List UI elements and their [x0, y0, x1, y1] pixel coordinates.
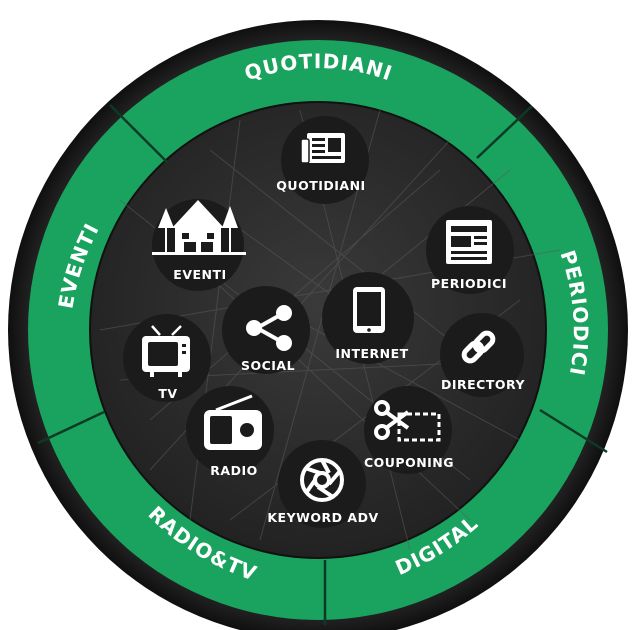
node-label-quotidiani: QUOTIDIANI [276, 178, 365, 193]
node-label-periodici: PERIODICI [431, 276, 507, 291]
node-social: SOCIAL [222, 286, 310, 374]
node-label-radio: RADIO [210, 463, 257, 478]
node-tv: TV [123, 314, 211, 402]
tv-icon [142, 325, 190, 377]
house-icon [152, 200, 246, 255]
node-label-directory: DIRECTORY [441, 377, 525, 392]
radio-icon [204, 394, 262, 450]
node-label-couponing: COUPONING [364, 455, 454, 470]
node-label-internet: INTERNET [335, 346, 408, 361]
node-label-keyword-adv: KEYWORD ADV [267, 510, 378, 525]
share-icon [246, 305, 292, 351]
node-label-social: SOCIAL [241, 358, 295, 373]
node-label-tv: TV [158, 386, 177, 401]
node-label-eventi: EVENTI [173, 267, 226, 282]
node-eventi: EVENTI [152, 199, 246, 291]
aperture-icon [300, 458, 344, 502]
node-radio: RADIO [186, 386, 274, 478]
ring-dividers [37, 104, 608, 625]
scissors-coupon-icon [374, 400, 441, 442]
node-quotidiani: QUOTIDIANI [276, 116, 369, 204]
node-keyword-adv: KEYWORD ADV [267, 440, 378, 528]
magazine-icon [446, 220, 492, 264]
link-icon [461, 330, 496, 364]
node-periodici: PERIODICI [426, 206, 514, 294]
newspaper-icon [300, 133, 345, 164]
tablet-icon [353, 287, 385, 333]
node-couponing: COUPONING [364, 386, 454, 474]
node-internet: INTERNET [322, 272, 414, 364]
node-directory: DIRECTORY [440, 313, 525, 397]
